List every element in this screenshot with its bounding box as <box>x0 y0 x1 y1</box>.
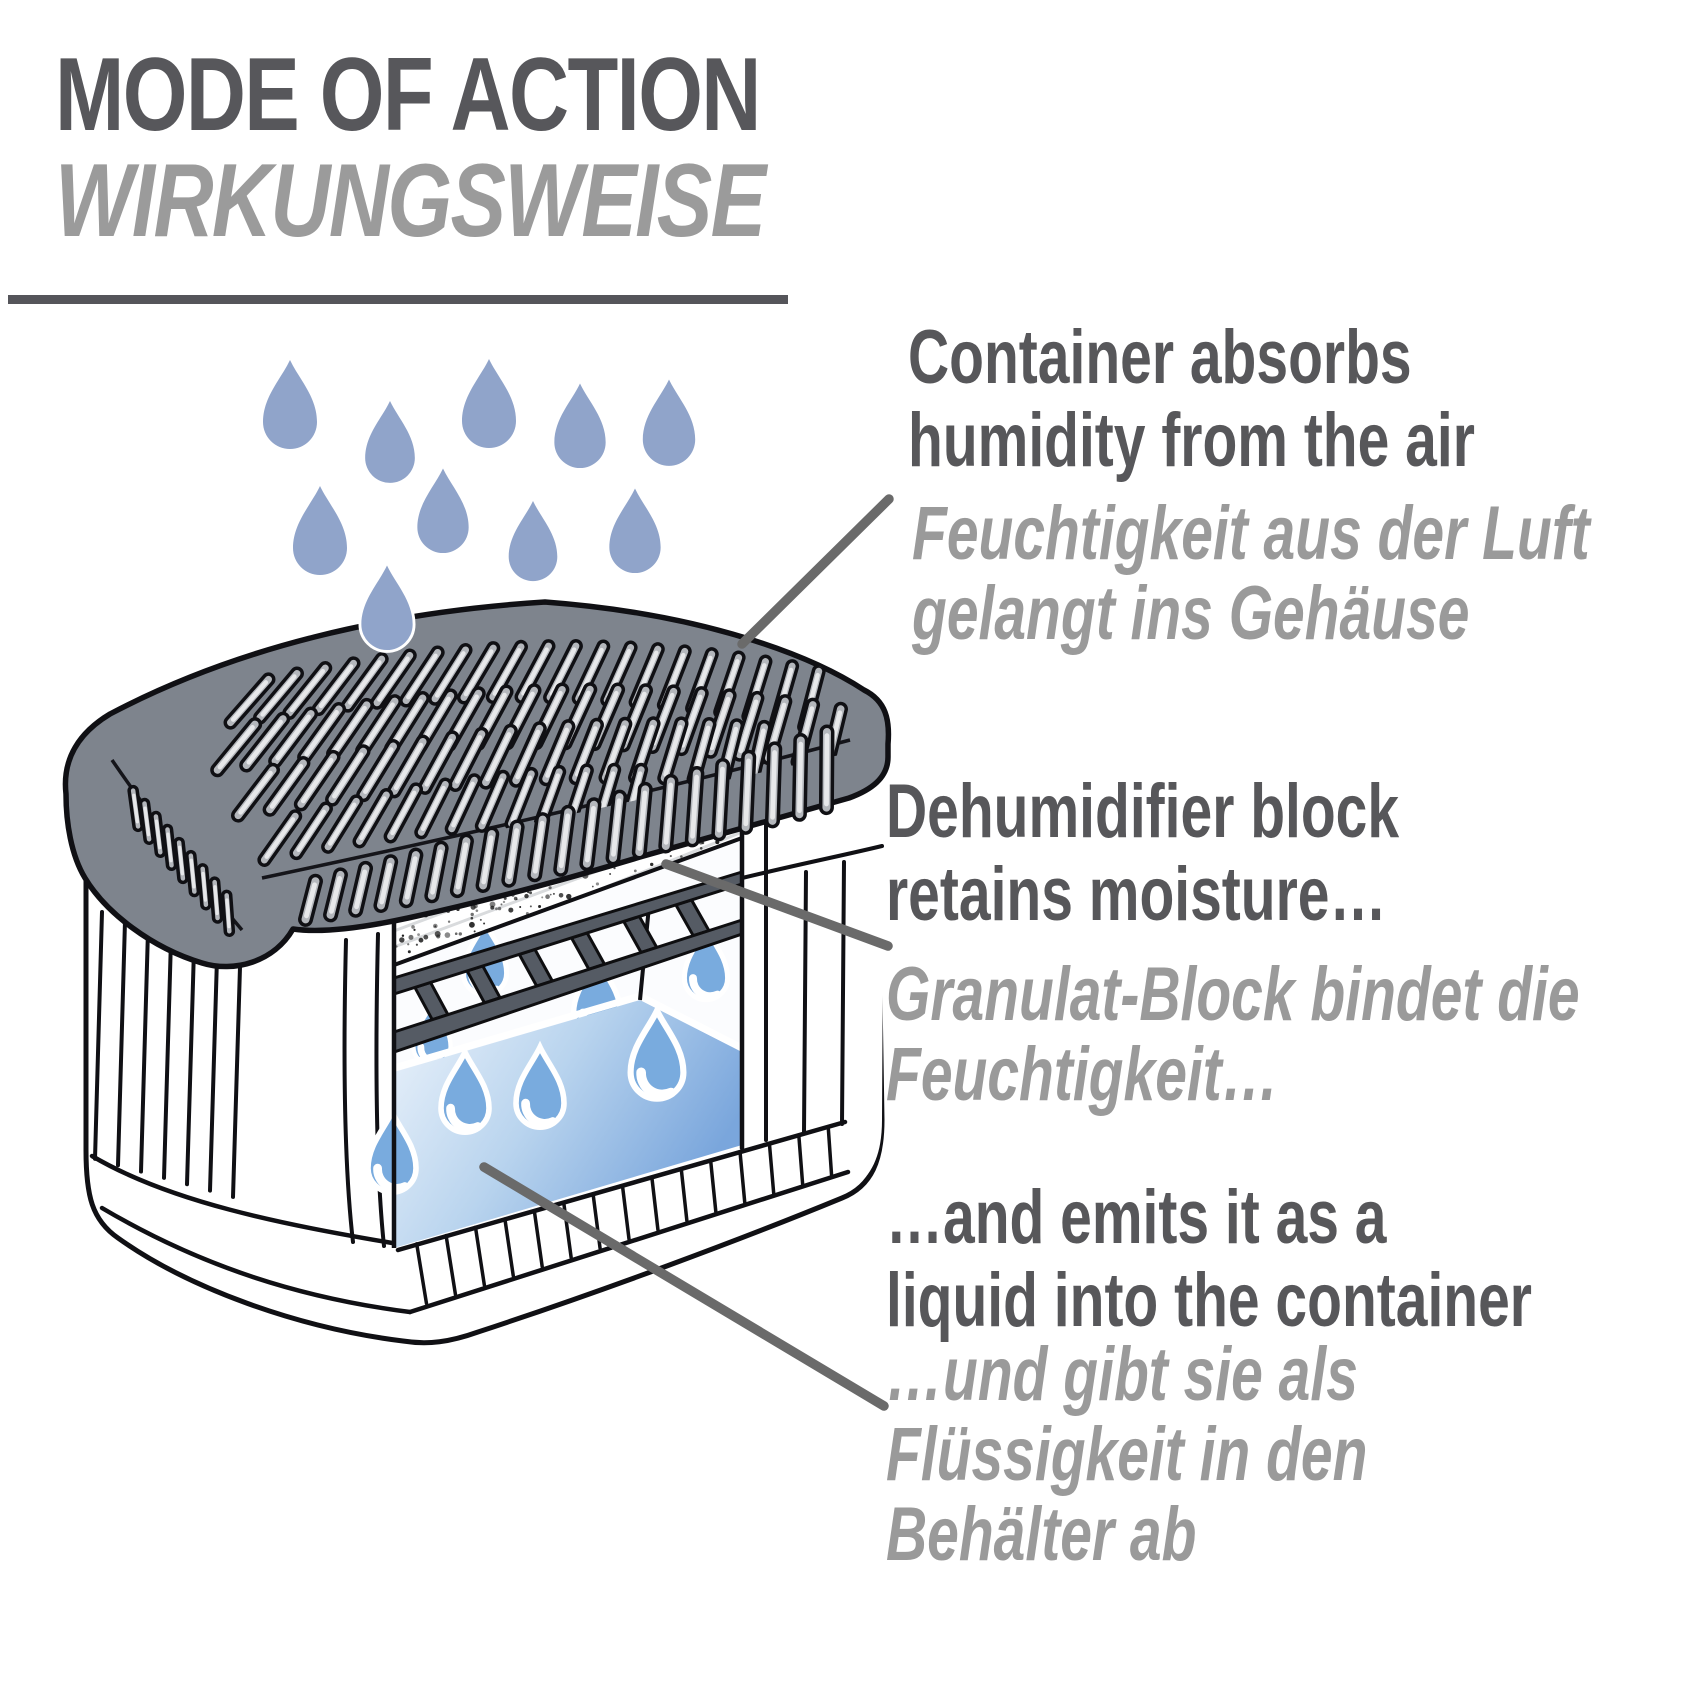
annotation-line: Feuchtigkeit aus der Luft <box>912 491 1590 576</box>
annotation-emits-liquid-de: …und gibt sie als Flüssigkeit in den Beh… <box>886 1335 1367 1575</box>
page-title: MODE OF ACTION <box>55 37 761 153</box>
annotation-line: liquid into the container <box>886 1258 1532 1343</box>
annotation-line: Flüssigkeit in den <box>886 1412 1368 1497</box>
leader-lines <box>479 494 894 1411</box>
title-divider <box>8 295 788 304</box>
left-face-ridges <box>93 910 242 1199</box>
annotation-block-retains-de: Granulat-Block bindet die Feuchtigkeit… <box>886 955 1580 1115</box>
annotation-line: Dehumidifier block <box>886 769 1400 854</box>
annotation-line: Behälter ab <box>886 1492 1197 1577</box>
annotation-container-absorbs-de: Feuchtigkeit aus der Luft gelangt ins Ge… <box>912 494 1590 654</box>
right-corner-pillar <box>739 752 884 1194</box>
annotation-line: humidity from the air <box>908 398 1475 483</box>
leader-line-block <box>661 859 893 951</box>
page-subtitle: WIRKUNGSWEISE <box>55 143 766 259</box>
annotation-line: Granulat-Block bindet die <box>886 952 1580 1037</box>
annotation-line: Feuchtigkeit… <box>886 1032 1279 1117</box>
annotation-container-absorbs-en: Container absorbs humidity from the air <box>908 316 1475 482</box>
lid-top-grille <box>210 639 848 867</box>
annotation-line: …und gibt sie als <box>886 1332 1358 1417</box>
front-foot-band <box>395 1119 851 1315</box>
annotation-line: gelangt ins Gehäuse <box>912 571 1470 656</box>
annotation-emits-liquid-en: …and emits it as a liquid into the conta… <box>886 1176 1532 1342</box>
lid <box>62 599 892 970</box>
annotation-line: Container absorbs <box>908 315 1412 400</box>
annotation-block-retains-en: Dehumidifier block retains moisture… <box>886 770 1399 936</box>
annotation-line: retains moisture… <box>886 852 1387 937</box>
lid-front-grille <box>298 724 835 927</box>
leader-line-container <box>737 494 894 649</box>
leader-line-liquid <box>479 1162 889 1411</box>
annotation-line: …and emits it as a <box>886 1175 1387 1260</box>
lid-left-grille <box>127 784 236 938</box>
